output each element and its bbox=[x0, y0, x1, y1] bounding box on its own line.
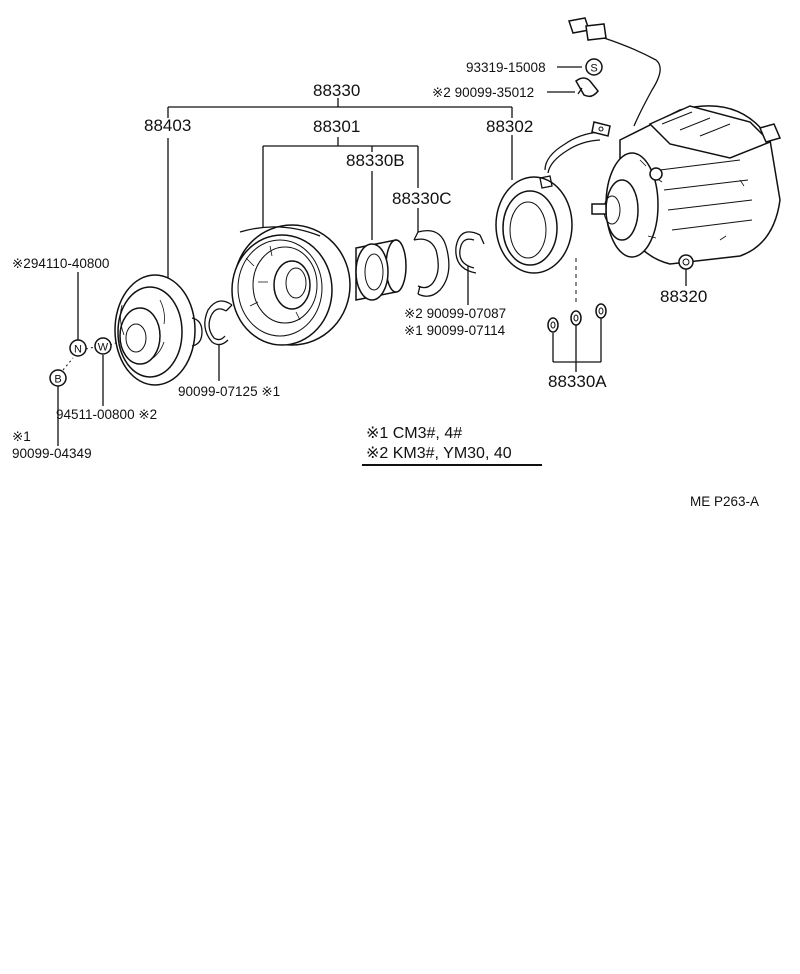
label-90099-35012: ※2 90099-35012 bbox=[432, 85, 534, 100]
label-88330C: 88330C bbox=[392, 189, 452, 208]
label-88302: 88302 bbox=[486, 117, 533, 136]
marker-w: W bbox=[98, 342, 109, 354]
label-88330A: 88330A bbox=[548, 372, 607, 391]
label-90099-07087: ※2 90099-07087 bbox=[404, 306, 506, 321]
shims bbox=[547, 303, 607, 333]
marker-b: B bbox=[54, 374, 61, 386]
label-94110-40800: ※294110-40800 bbox=[12, 256, 109, 271]
reference-code: ME P263-A bbox=[690, 494, 759, 509]
wire-harness bbox=[568, 17, 661, 127]
label-90099-07114: ※1 90099-07114 bbox=[404, 323, 506, 338]
label-88330B: 88330B bbox=[346, 151, 405, 170]
leader-lines bbox=[57, 66, 687, 466]
marker-s: S bbox=[590, 63, 597, 75]
clutch-pressure-plate bbox=[114, 274, 203, 386]
compressor-body bbox=[591, 105, 782, 270]
part-number-labels: 93319-15008 ※2 90099-35012 88330 88403 8… bbox=[12, 60, 707, 461]
label-88403: 88403 bbox=[144, 116, 191, 135]
legend-line-2: ※2 KM3#, YM30, 40 bbox=[366, 445, 512, 462]
circle-markers: S N W B bbox=[49, 58, 603, 387]
snap-ring-coil bbox=[455, 231, 485, 274]
clutch-pulley bbox=[231, 224, 351, 346]
marker-n: N bbox=[74, 344, 82, 356]
label-94511-00800: 94511-00800 ※2 bbox=[56, 407, 157, 422]
snap-ring-small bbox=[204, 300, 233, 346]
label-93319-15008: 93319-15008 bbox=[466, 60, 546, 75]
snap-ring-large bbox=[413, 229, 450, 297]
label-90099-04349: 90099-04349 bbox=[12, 446, 92, 461]
label-88301: 88301 bbox=[313, 117, 360, 136]
legend: ※1 CM3#, 4# ※2 KM3#, YM30, 40 bbox=[366, 425, 512, 462]
label-88320: 88320 bbox=[660, 287, 707, 306]
pulley-bearing bbox=[355, 239, 407, 301]
stator-coil bbox=[495, 121, 611, 274]
label-90099-07125: 90099-07125 ※1 bbox=[178, 384, 280, 399]
label-88330: 88330 bbox=[313, 81, 360, 100]
legend-line-1: ※1 CM3#, 4# bbox=[366, 425, 462, 442]
label-note-1: ※1 bbox=[12, 429, 31, 444]
